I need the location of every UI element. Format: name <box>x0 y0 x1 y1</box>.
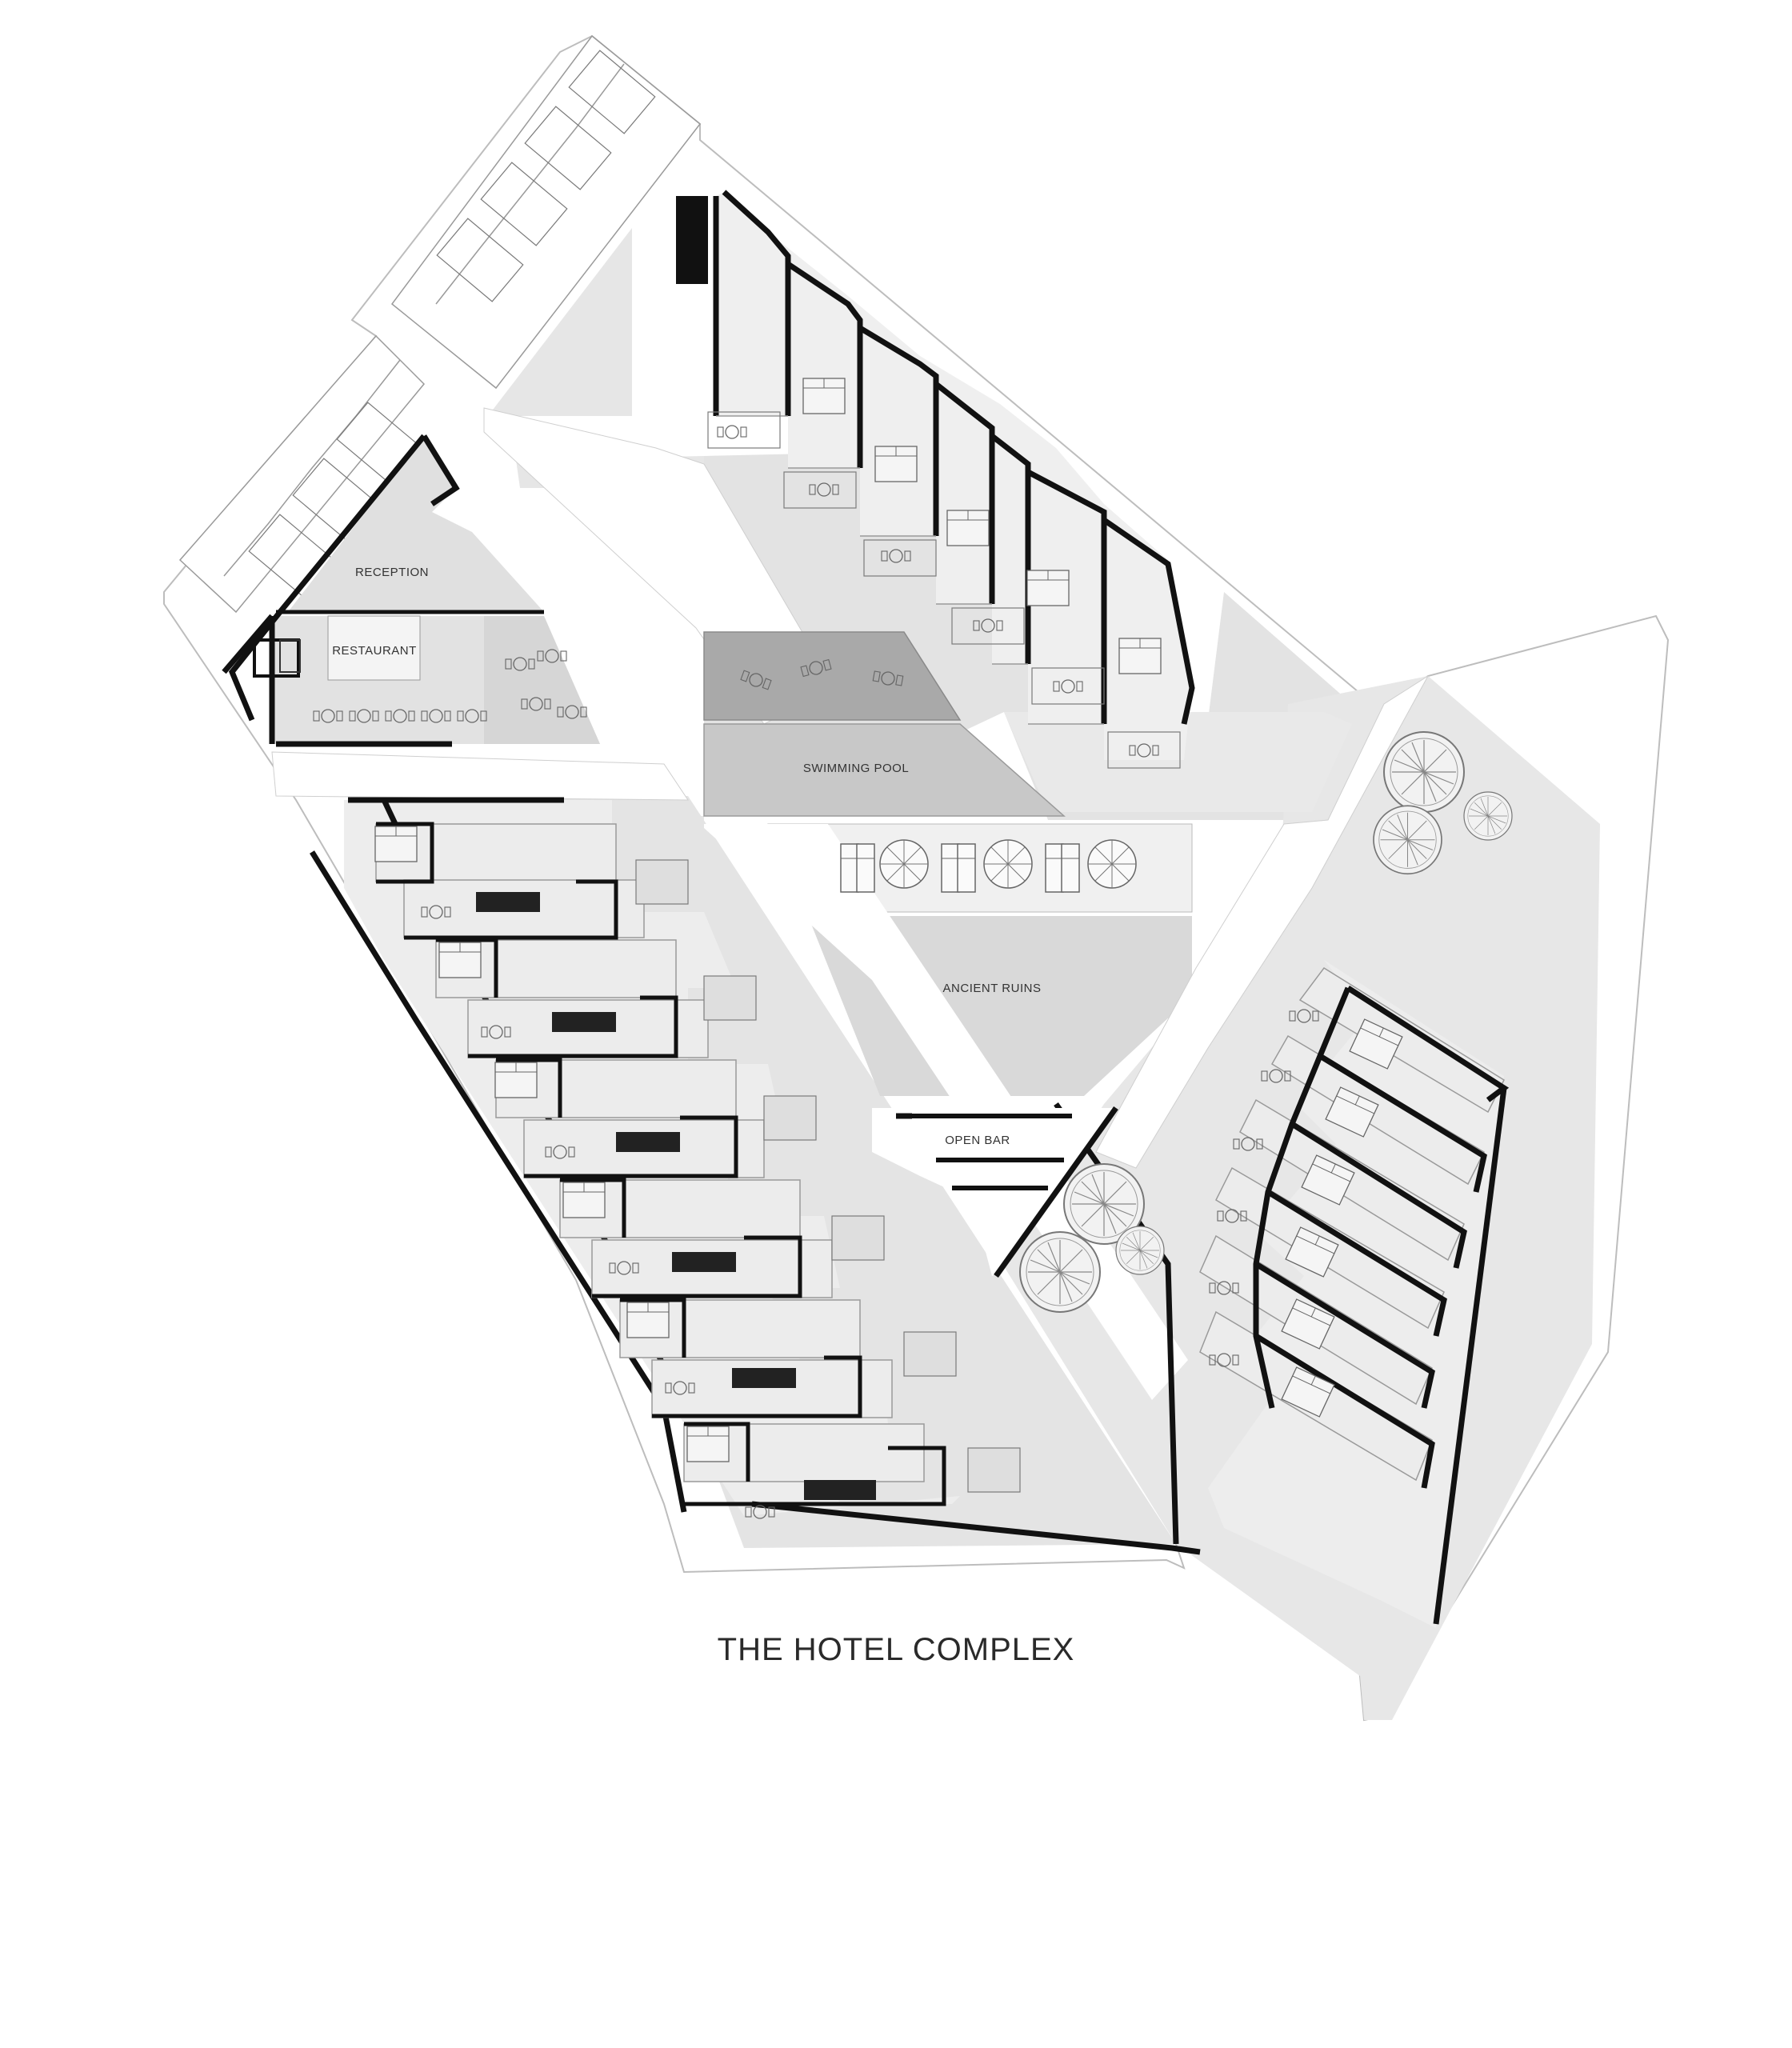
pool-deep <box>703 631 962 721</box>
top-wing-rooms <box>676 190 1195 769</box>
left-wing-cores <box>476 892 876 1500</box>
ancient-ruins-label: ANCIENT RUINS <box>943 982 1042 995</box>
swimming-pool <box>703 631 1066 817</box>
reception-restaurant-block <box>222 434 600 747</box>
swimming-pool-label: SWIMMING POOL <box>803 762 909 775</box>
parking-strip <box>178 34 702 614</box>
left-wing-rooms <box>310 797 1201 1555</box>
plan-title: THE HOTEL COMPLEX <box>718 1632 1075 1667</box>
left-wing-walls <box>376 822 946 1506</box>
restaurant-label: RESTAURANT <box>332 644 417 658</box>
right-wing-rooms <box>1199 960 1510 1628</box>
open-bar <box>872 1106 1118 1278</box>
open-bar-label: OPEN BAR <box>945 1134 1010 1147</box>
left-wing-terraces <box>635 859 1021 1493</box>
reception-label: RECEPTION <box>355 566 429 579</box>
pool-shallow <box>703 723 1066 817</box>
